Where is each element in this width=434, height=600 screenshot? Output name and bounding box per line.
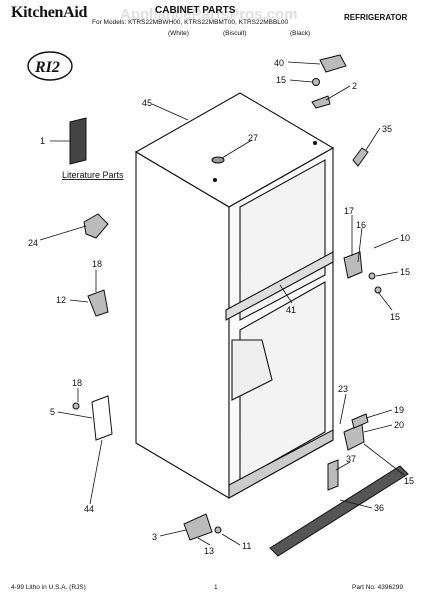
callout-41: 41 <box>286 305 296 315</box>
part-3 <box>183 513 213 541</box>
callout-19: 19 <box>394 405 404 415</box>
part-35 <box>352 147 369 167</box>
part-15-top <box>312 78 320 86</box>
part-11 <box>214 526 222 534</box>
callout-45: 45 <box>142 98 152 108</box>
part-hinge-top <box>343 251 363 279</box>
callout-12: 12 <box>56 295 66 305</box>
callout-3: 3 <box>152 532 157 542</box>
part-36-grille <box>269 465 409 557</box>
color-white: (White) <box>168 30 189 37</box>
product-label: REFRIGERATOR <box>344 13 408 22</box>
callout-15-a: 15 <box>276 75 286 85</box>
part-12 <box>87 289 109 317</box>
callout-35: 35 <box>382 124 392 134</box>
callout-23: 23 <box>338 384 348 394</box>
cabinet-body <box>134 92 335 499</box>
callout-17: 17 <box>344 206 354 216</box>
callout-15-c: 15 <box>390 312 400 322</box>
callout-27: 27 <box>248 133 258 143</box>
callout-13: 13 <box>204 546 214 556</box>
callout-2: 2 <box>352 81 357 91</box>
part-37 <box>327 459 339 491</box>
callout-18-b: 18 <box>72 378 82 388</box>
color-biscuit: (Biscuit) <box>223 30 247 37</box>
ri2-logo: RI2 <box>27 51 73 81</box>
part-15-mid2 <box>374 286 382 294</box>
callout-40: 40 <box>274 58 284 68</box>
part-15-mid <box>368 272 376 280</box>
color-black: (Black) <box>290 30 311 37</box>
callout-16: 16 <box>356 220 366 230</box>
part-24 <box>83 213 109 239</box>
callout-11: 11 <box>242 541 251 551</box>
callout-1: 1 <box>40 136 45 146</box>
callout-10: 10 <box>400 233 410 243</box>
part-19 <box>351 413 369 429</box>
callout-36: 36 <box>374 503 384 513</box>
callout-44: 44 <box>84 504 94 514</box>
literature-card: Literature Parts <box>62 117 124 180</box>
small-parts <box>72 54 409 557</box>
part-5 <box>91 395 113 441</box>
part-2 <box>311 95 331 109</box>
callout-37: 37 <box>346 454 356 464</box>
callout-15-b: 15 <box>400 267 410 277</box>
callout-18-a: 18 <box>92 259 102 269</box>
model-line: For Models: KTRS22MBWH00, KTRS22MBMT00, … <box>92 19 289 26</box>
literature-parts-label: Literature Parts <box>62 170 124 180</box>
callout-20: 20 <box>394 420 404 430</box>
part-18-low <box>72 402 80 410</box>
footer-part-no: Part No. 4396299 <box>352 584 403 591</box>
callout-15-d: 15 <box>404 476 414 486</box>
leader-lines <box>39 61 405 546</box>
callout-24: 24 <box>28 238 38 248</box>
watermark: AppliancePartsPros.com <box>120 6 298 23</box>
brand-logo: KitchenAid <box>11 4 88 21</box>
part-40 <box>319 54 347 73</box>
callout-5: 5 <box>50 407 55 417</box>
footer-litho: 4-99 Litho in U.S.A. (RJS) <box>11 584 86 591</box>
footer-page: 1 <box>214 584 218 591</box>
svg-text:RI2: RI2 <box>34 59 60 76</box>
callout-labels: 1 2 3 5 10 11 12 13 15 15 15 15 16 17 18… <box>28 58 414 556</box>
page-title: CABINET PARTS <box>155 5 236 16</box>
